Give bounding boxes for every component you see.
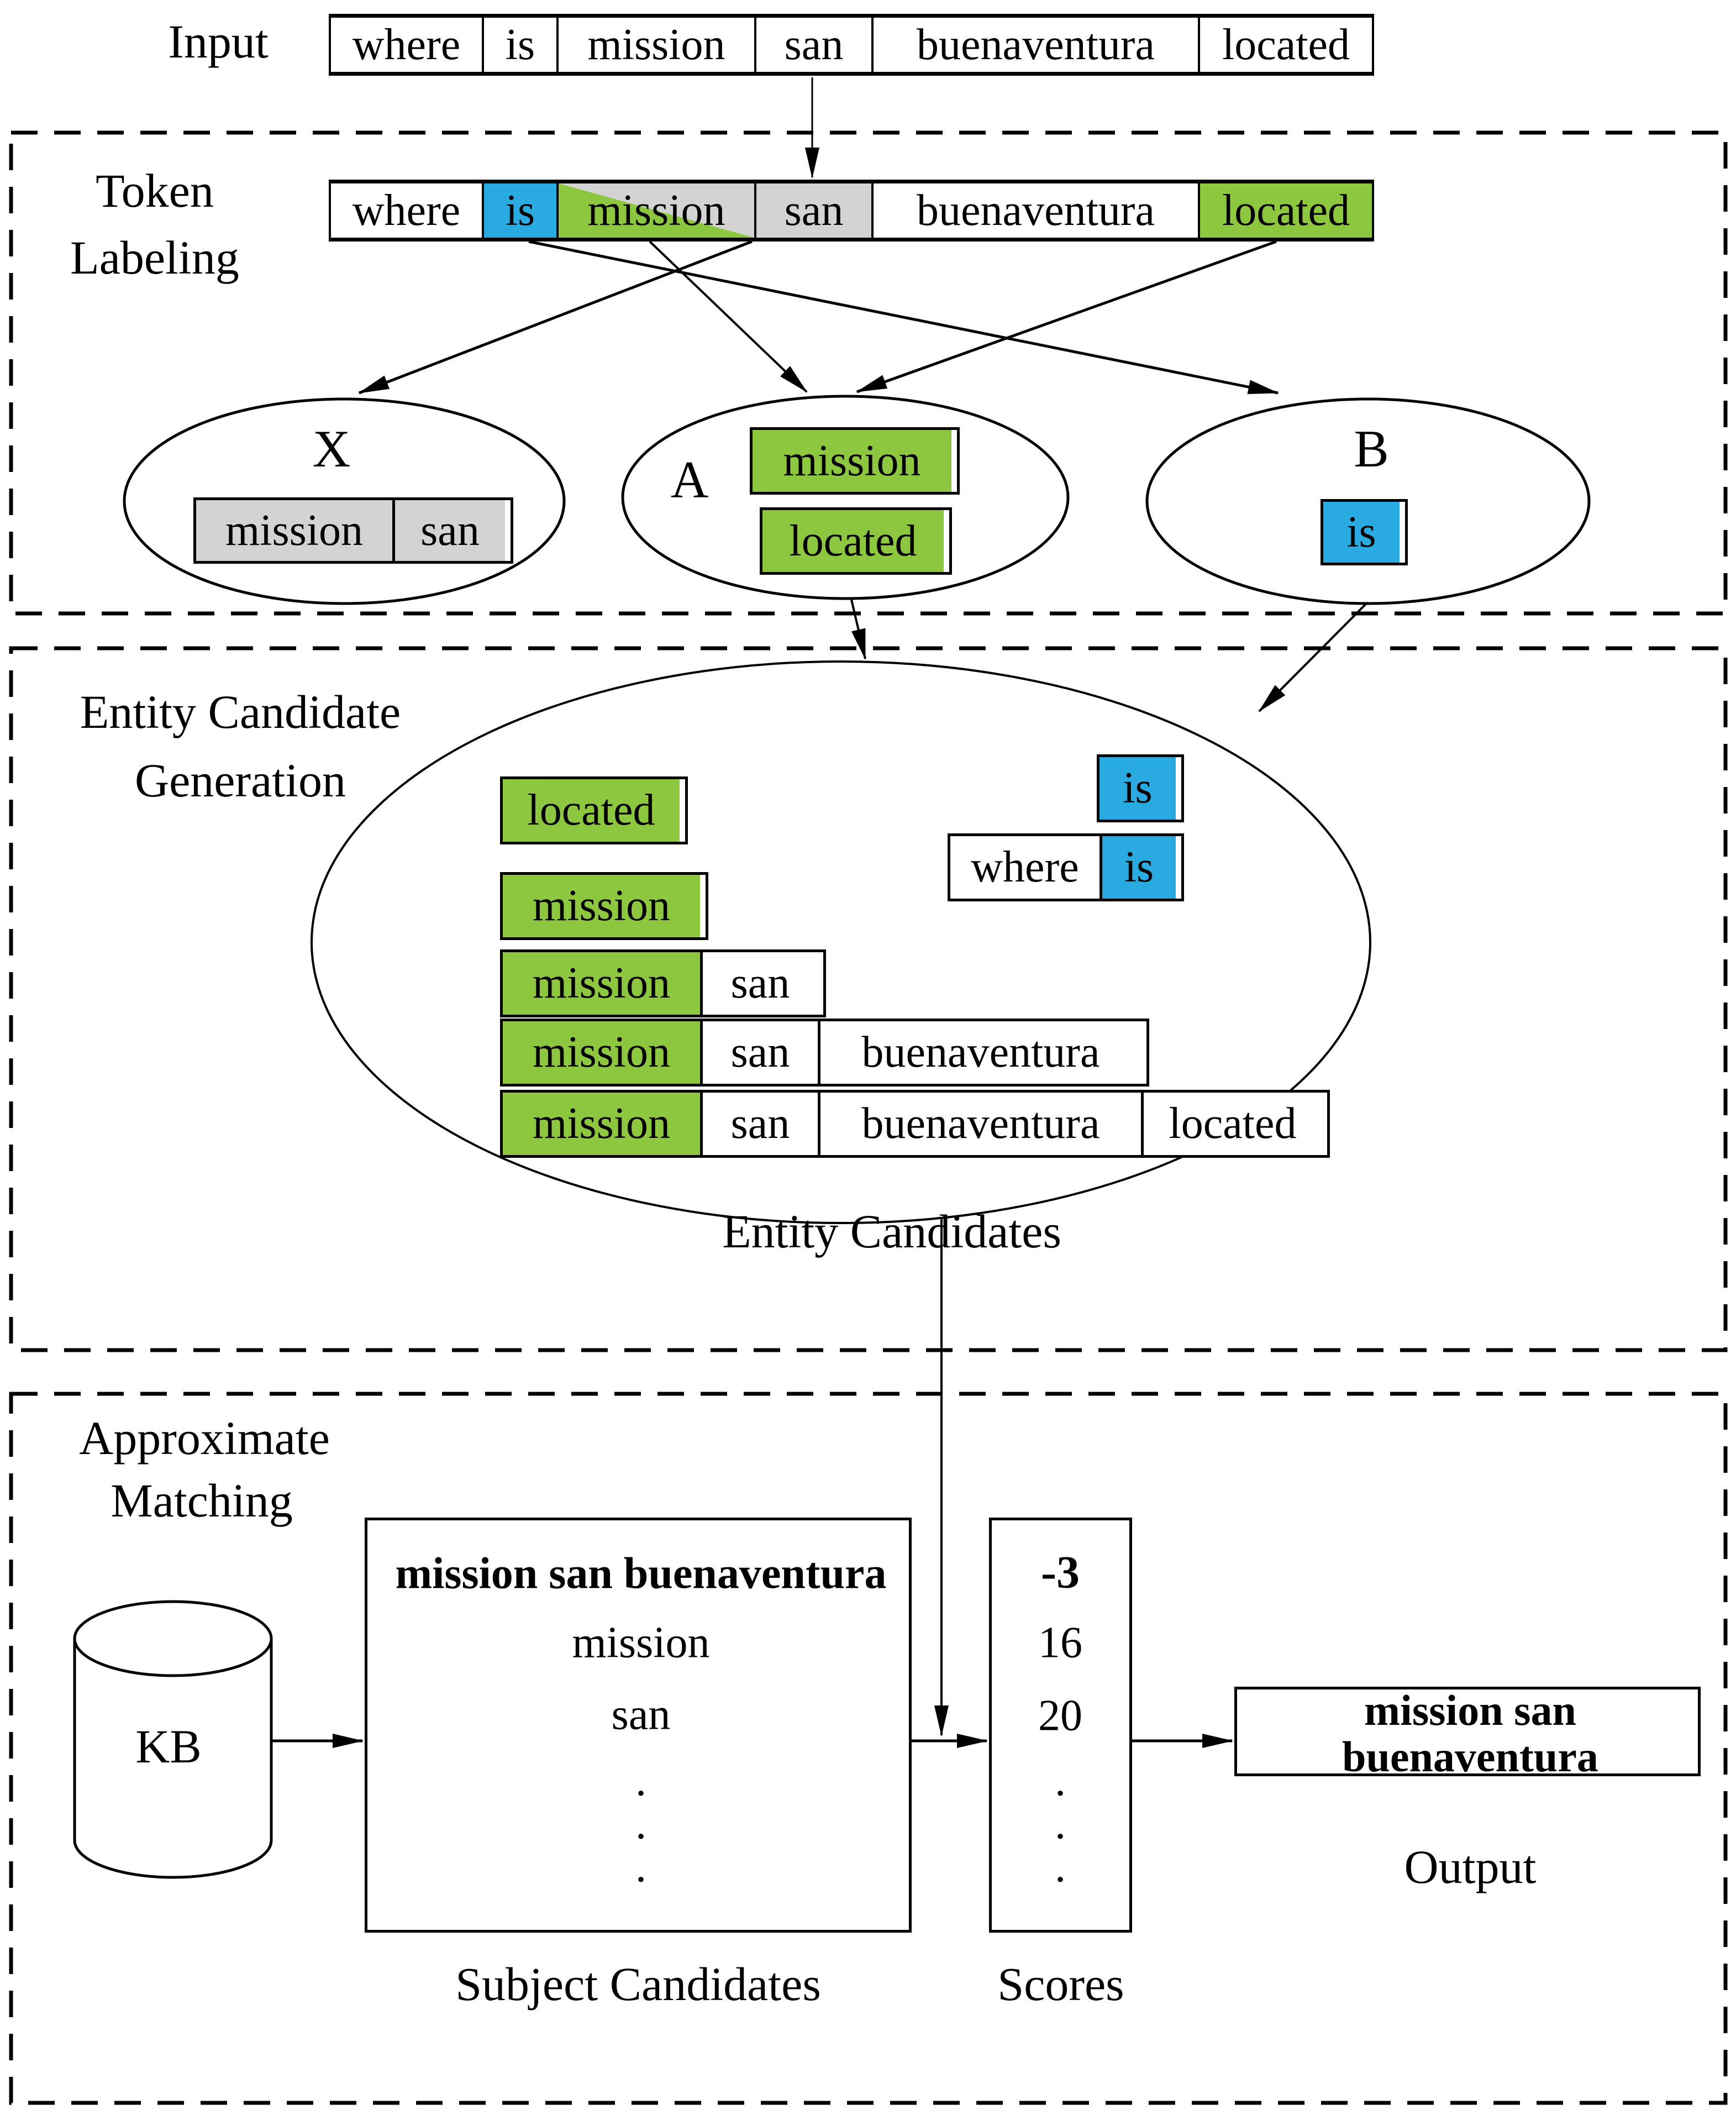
candidate-row-is: is [1097, 754, 1184, 822]
candidate-cell: mission [503, 875, 700, 937]
subject-candidate-item: mission [572, 1618, 710, 1667]
group-a-label: A [670, 450, 709, 509]
candidate-cell: san [700, 952, 818, 1015]
approximate-matching-title-line1: Approximate [79, 1411, 330, 1465]
ecg-title-line2: Generation [134, 754, 346, 807]
ellipsis-dot: . [1055, 1799, 1066, 1849]
approximate-matching-title-line2: Matching [111, 1474, 293, 1527]
input-token-row: where is mission san buenaventura locate… [329, 14, 1374, 76]
labeled-token-is: is [482, 183, 556, 238]
labeled-token-mission-text: mission [587, 186, 725, 235]
candidate-row-located: located [500, 776, 688, 844]
candidate-cell: mission [503, 1021, 700, 1084]
labeled-token-san: san [754, 183, 871, 238]
output-text-line2: buenaventura [1342, 1733, 1598, 1781]
ellipsis-dot: . [635, 1843, 646, 1892]
group-a-cell-mission: mission [753, 430, 951, 492]
token-labeling-title-line2: Labeling [70, 231, 239, 284]
entity-candidates-caption: Entity Candidates [722, 1205, 1061, 1258]
candidate-row-mission-san-buenaventura-located: mission san buenaventura located [500, 1090, 1330, 1158]
group-x-label: X [312, 419, 351, 478]
score-value: 16 [1038, 1618, 1082, 1667]
arrow-mission-san-to-group-x [358, 240, 753, 395]
candidate-cell: located [503, 779, 680, 842]
ellipsis-dot: . [635, 1799, 646, 1849]
output-label: Output [1404, 1840, 1537, 1893]
input-token-located: located [1198, 18, 1372, 72]
subject-candidate-item: san [611, 1690, 671, 1739]
arrow-located-to-group-a [856, 240, 1277, 393]
group-b-box-is: is [1321, 499, 1408, 565]
scores-box: -3 16 20 . . . [989, 1518, 1132, 1933]
candidate-cell: mission [503, 952, 700, 1015]
input-token-is: is [482, 18, 556, 72]
candidate-row-mission: mission [500, 872, 708, 940]
candidate-cell: is [1100, 836, 1176, 899]
arrow-is-to-group-b [528, 240, 1279, 395]
kb-cylinder-body [73, 1639, 273, 1879]
candidate-cell: buenaventura [818, 1021, 1141, 1084]
input-token-where: where [331, 18, 482, 72]
candidate-row-where-is: where is [948, 833, 1184, 901]
ellipsis-dot: . [1055, 1756, 1066, 1806]
output-box: mission san buenaventura [1234, 1686, 1701, 1781]
arrow-mission-to-group-a [649, 240, 808, 393]
group-b-label: B [1354, 419, 1389, 478]
input-token-mission: mission [556, 18, 754, 72]
candidate-cell: where [950, 836, 1100, 899]
subject-candidates-label: Subject Candidates [455, 1957, 821, 2011]
subject-candidate-header: mission san buenaventura [395, 1549, 887, 1598]
labeled-token-where: where [331, 183, 482, 238]
subject-candidates-box: mission san buenaventura mission san . .… [365, 1518, 912, 1933]
ellipsis-dot: . [1055, 1843, 1066, 1892]
score-value-top: -3 [1041, 1546, 1080, 1598]
token-labeling-title-line1: Token [96, 164, 214, 217]
labeled-token-mission: mission [556, 183, 754, 238]
score-value: 20 [1038, 1691, 1082, 1740]
output-text-line1: mission san [1364, 1686, 1576, 1734]
candidate-cell: san [700, 1093, 818, 1155]
candidate-cell: buenaventura [818, 1093, 1141, 1155]
kb-label: KB [135, 1720, 202, 1773]
input-label: Input [168, 15, 269, 68]
group-a-box-mission: mission [750, 427, 960, 495]
group-x-cell-mission: mission [196, 500, 392, 561]
candidate-cell: san [700, 1021, 818, 1084]
arrow-group-b-to-candidates [1258, 601, 1369, 712]
ellipsis-dot: . [635, 1756, 646, 1806]
candidate-cell: mission [503, 1093, 700, 1155]
group-a-cell-located: located [762, 510, 944, 572]
approximate-matching-stage-border [9, 1392, 1728, 2105]
scores-label: Scores [997, 1957, 1124, 2011]
labeled-token-located: located [1198, 183, 1372, 238]
arrow-group-a-to-candidates [850, 599, 866, 660]
candidate-cell: located [1141, 1093, 1322, 1155]
input-token-buenaventura: buenaventura [871, 18, 1198, 72]
kb-cylinder-top [73, 1600, 273, 1677]
group-x-table: mission san [193, 497, 513, 564]
candidate-row-mission-san: mission san [500, 949, 826, 1017]
input-token-san: san [754, 18, 871, 72]
group-b-cell-is: is [1323, 502, 1400, 563]
group-a-box-located: located [760, 507, 952, 575]
candidate-cell: is [1100, 757, 1176, 820]
labeled-token-row: where is mission san buenaventura locate… [329, 180, 1374, 242]
ecg-title-line1: Entity Candidate [80, 685, 401, 738]
group-x-cell-san: san [392, 500, 505, 561]
candidate-row-mission-san-buenaventura: mission san buenaventura [500, 1019, 1149, 1087]
token-labeling-stage-border [9, 130, 1728, 616]
labeled-token-buenaventura: buenaventura [871, 183, 1198, 238]
